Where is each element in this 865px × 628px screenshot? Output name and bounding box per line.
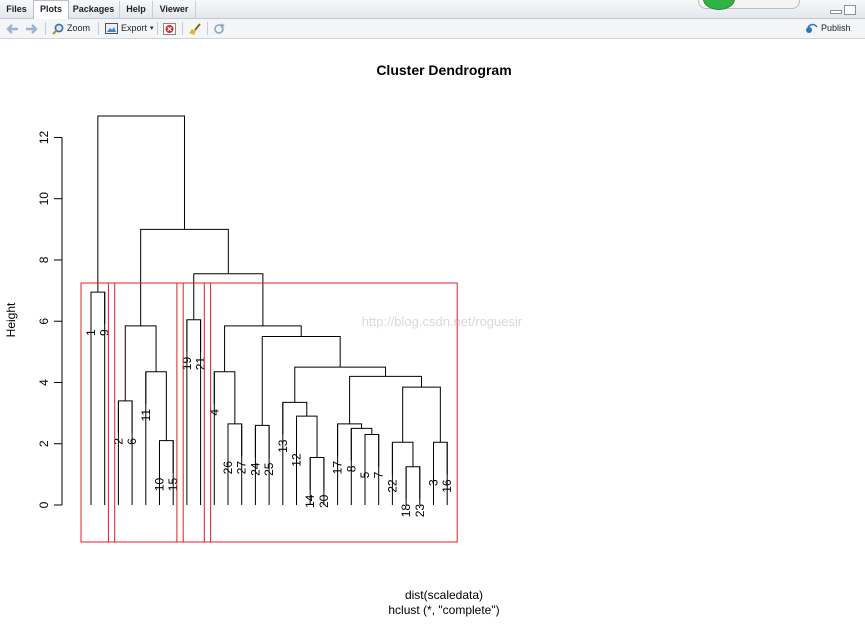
dendrogram-link [405, 466, 421, 505]
plot-area: Cluster Dendrogram Height dist(scaledata… [0, 39, 865, 628]
dendrogram-link [117, 400, 133, 505]
clear-all-plots-button[interactable] [189, 20, 202, 37]
leaf-label: 15 [166, 478, 180, 492]
dendrogram-link [159, 440, 174, 505]
leaf-label: 4 [207, 409, 221, 416]
tab-help[interactable]: Help [120, 1, 153, 18]
y-tick-label: 8 [37, 256, 51, 263]
leaf-label: 17 [331, 461, 345, 475]
forward-arrow-icon[interactable] [25, 20, 39, 37]
dendrogram-link [124, 325, 157, 401]
leaf-label: 11 [139, 409, 153, 422]
leaf-label: 3 [427, 479, 441, 486]
y-tick-label: 6 [37, 318, 51, 325]
refresh-button[interactable] [213, 20, 225, 37]
dendrogram-link [227, 423, 243, 505]
zoom-button[interactable]: Zoom [52, 20, 90, 37]
leaf-label: 20 [317, 494, 331, 508]
cluster-dendrogram: Cluster Dendrogram Height dist(scaledata… [4, 62, 523, 617]
dendrogram-link [364, 434, 380, 505]
leaf-label: 9 [98, 329, 112, 336]
dendrogram-link [145, 371, 167, 505]
maximize-pane-icon[interactable] [844, 5, 856, 15]
dendrogram-link [282, 401, 308, 505]
leaf-label: 7 [372, 471, 386, 478]
dendrogram-link [97, 115, 185, 293]
dendrogram-link [391, 441, 414, 505]
y-axis-label: Height [4, 302, 18, 337]
leaf-label: 24 [248, 462, 262, 476]
leaf-label: 1 [84, 329, 98, 336]
cluster-highlight-box [203, 282, 458, 543]
publish-button[interactable]: Publish [805, 20, 851, 37]
y-tick-label: 4 [37, 379, 51, 386]
dendrogram-link [213, 371, 236, 505]
chevron-down-icon: ▾ [150, 25, 154, 32]
tab-plots[interactable]: Plots [33, 0, 69, 19]
dendrogram-link [186, 319, 202, 505]
tab-viewer[interactable]: Viewer [153, 1, 196, 18]
leaf-label: 26 [221, 461, 235, 475]
dendrogram-link [337, 423, 363, 505]
broom-icon [189, 22, 201, 35]
export-label: Export [121, 23, 148, 33]
leaf-label: 25 [262, 462, 276, 476]
refresh-icon [214, 22, 225, 34]
dendrogram-link [433, 441, 448, 505]
y-tick-label: 10 [37, 192, 51, 206]
dendrogram-link [294, 366, 387, 403]
leaf-label: 21 [194, 357, 208, 371]
dendrogram-link [90, 291, 106, 505]
leaf-label: 6 [125, 438, 139, 445]
y-tick-label: 2 [37, 440, 51, 447]
publish-label: Publish [821, 23, 851, 33]
dendrogram-link [261, 336, 341, 426]
back-arrow-icon[interactable] [5, 20, 19, 37]
leaf-label: 23 [413, 504, 427, 518]
export-menu-button[interactable]: Export ▾ [105, 20, 154, 37]
cluster-highlight-box [107, 282, 184, 543]
publish-icon [806, 23, 818, 33]
y-tick-label: 12 [37, 130, 51, 144]
pane-tab-bar: Files Plots Packages Help Viewer [0, 0, 865, 19]
tab-packages[interactable]: Packages [68, 1, 120, 18]
cluster-highlight-box [80, 282, 116, 543]
leaf-label: 19 [180, 357, 194, 371]
remove-plot-icon [163, 22, 176, 35]
leaf-label: 13 [276, 439, 290, 453]
plots-toolbar: Zoom Export ▾ Publish [0, 19, 865, 39]
leaf-label: 27 [235, 461, 249, 475]
dendrogram-link [402, 386, 441, 443]
leaf-label: 8 [344, 465, 358, 472]
leaf-label: 10 [153, 478, 167, 492]
leaf-label: 14 [303, 494, 317, 508]
tab-files[interactable]: Files [0, 1, 34, 18]
zoom-magnifier-icon [52, 23, 64, 35]
leaf-label: 2 [111, 438, 125, 445]
dendrogram-link [224, 325, 302, 372]
zoom-label: Zoom [67, 23, 91, 33]
leaf-label: 18 [399, 504, 413, 518]
export-image-icon [105, 23, 118, 34]
method-sublabel: hclust (*, "complete") [388, 603, 499, 617]
cluster-highlight-box [176, 282, 212, 543]
dendrogram-link [349, 375, 423, 424]
chart-title: Cluster Dendrogram [376, 62, 511, 78]
leaf-label: 12 [290, 453, 304, 467]
dendrogram-link [140, 228, 229, 326]
leaf-label: 16 [440, 479, 454, 493]
leaf-label: 22 [385, 479, 399, 493]
y-tick-label: 0 [37, 501, 51, 508]
remove-plot-button[interactable] [163, 20, 176, 37]
watermark: http://blog.csdn.net/roguesir [362, 314, 523, 329]
leaf-label: 5 [358, 471, 372, 478]
x-axis-label: dist(scaledata) [405, 588, 483, 602]
minimize-pane-icon[interactable] [830, 10, 842, 14]
